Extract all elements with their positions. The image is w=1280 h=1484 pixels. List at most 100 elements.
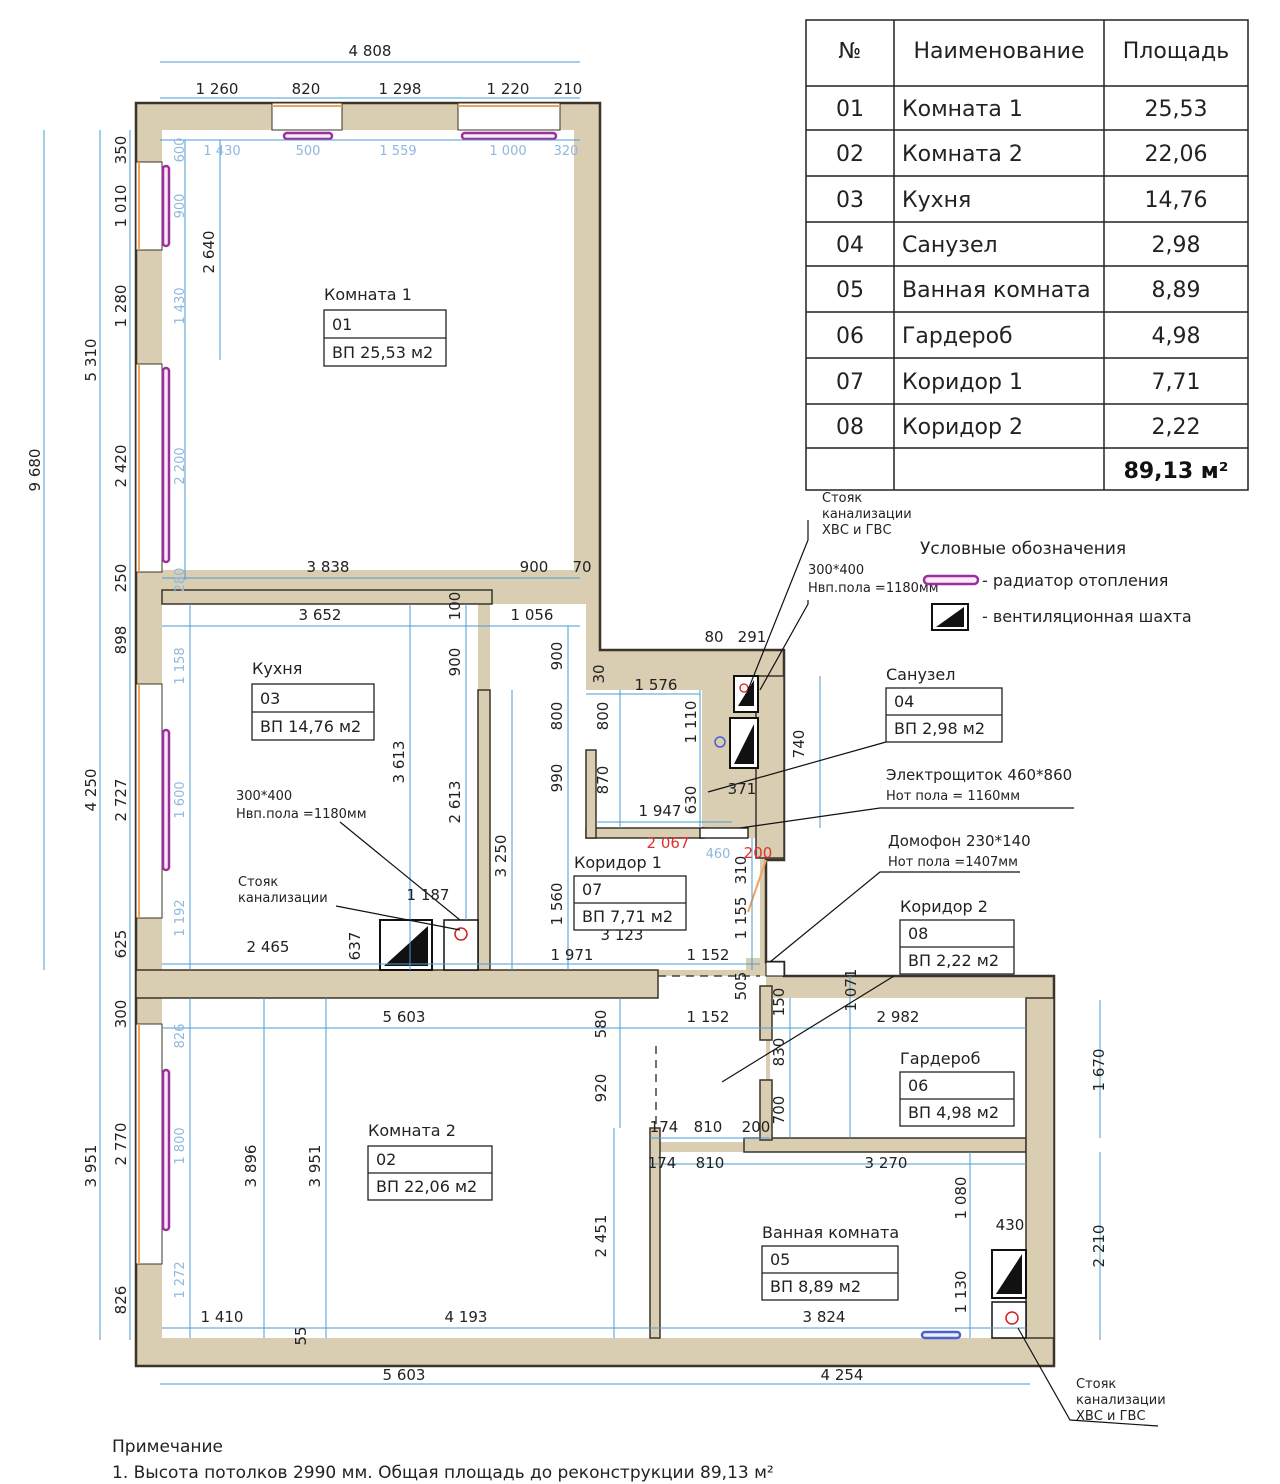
dim-s-371: 371: [728, 780, 757, 798]
dim-l-1010: 1 010: [112, 185, 130, 228]
dim-m-1152: 1 152: [687, 1008, 730, 1026]
dim-m-920: 920: [592, 1074, 610, 1103]
table-row-area: 25,53: [1145, 97, 1208, 122]
dim-s-310: 310: [732, 856, 750, 885]
dim-r1-3838: 3 838: [307, 558, 350, 576]
dim-l-2420: 2 420: [112, 445, 130, 488]
dim-r1-2640: 2 640: [200, 231, 218, 274]
room2-number: 02: [376, 1150, 396, 1169]
radiator-room1-left-1: [161, 164, 171, 248]
dim-b-1130: 1 130: [952, 1271, 970, 1314]
room-labels: Комната 1 01 ВП 25,53 м2 Кухня 03 ВП 14,…: [251, 285, 1015, 1301]
kitchen-riser-line2: канализации: [238, 891, 328, 906]
room3-number: 03: [260, 689, 280, 708]
dim-r1-70: 70: [572, 558, 591, 576]
dim-i-1192: 1 192: [173, 899, 188, 936]
dim-s-1947: 1 947: [639, 802, 682, 820]
table-row-area: 22,06: [1145, 142, 1208, 167]
leader-lines: [335, 520, 1159, 1427]
table-row-num: 02: [836, 142, 864, 167]
dim-k-3652: 3 652: [299, 606, 342, 624]
wall-wardrobe-bottom: [743, 1137, 1027, 1153]
dim-s-800: 800: [594, 702, 612, 731]
dim-in-320: 320: [554, 144, 579, 159]
radiator-kitchen: [161, 728, 171, 872]
dim-c-1971: 1 971: [551, 946, 594, 964]
table-total: 89,13 м²: [1124, 459, 1229, 484]
riser-top-line2: канализации: [822, 507, 912, 522]
table-row-area: 7,71: [1152, 370, 1201, 395]
dim-top-210: 210: [554, 80, 583, 98]
dimension-lines: [43, 61, 1101, 1385]
room6-area: ВП 4,98 м2: [908, 1103, 999, 1122]
dim-k-900: 900: [446, 648, 464, 677]
table-row-name: Кухня: [902, 188, 971, 213]
dim-b-3824: 3 824: [803, 1308, 846, 1326]
dim-m-200: 200: [742, 1118, 771, 1136]
room5-number: 05: [770, 1250, 790, 1269]
dim-i-1272: 1 272: [173, 1261, 188, 1298]
dim-i-900: 900: [173, 194, 188, 219]
wall-wardrobe-left-2: [759, 1079, 773, 1141]
legend-radiator-text: - радиатор отопления: [982, 571, 1168, 590]
table-row-num: 04: [836, 233, 864, 258]
dim-in-1559: 1 559: [379, 144, 416, 159]
dim-m-1071: 1 071: [842, 969, 860, 1012]
dim-top-total: 4 808: [349, 42, 392, 60]
dim-top-1220: 1 220: [487, 80, 530, 98]
dim-b-810: 810: [696, 1154, 725, 1172]
table-row-area: 4,98: [1152, 324, 1201, 349]
dim-s-630: 630: [682, 786, 700, 815]
riser-top-line3: ХВС и ГВС: [822, 523, 892, 538]
area-table: № Наименование Площадь 01 Комната 1 25,5…: [805, 19, 1249, 491]
dim-s-460: 460: [706, 847, 731, 862]
dim-s-200: 200: [744, 844, 773, 862]
table-row-num: 08: [836, 415, 864, 440]
dim-i-1800: 1 800: [173, 1127, 188, 1164]
dim-b-2210: 2 210: [1090, 1225, 1108, 1268]
dim-s-291: 291: [738, 628, 767, 646]
dim-l-250: 250: [112, 564, 130, 593]
room3-area: ВП 14,76 м2: [260, 717, 361, 736]
wall-bath-right: [1025, 997, 1055, 1339]
dim-b-1410: 1 410: [201, 1308, 244, 1326]
dim-m-830: 830: [770, 1038, 788, 1067]
room7-number: 07: [582, 880, 602, 899]
kitchen-vent-line1: 300*400: [236, 789, 292, 804]
room6-number: 06: [908, 1076, 928, 1095]
legend-shaft-text: - вентиляционная шахта: [982, 607, 1192, 626]
dim-m-150: 150: [770, 988, 788, 1017]
dim-c-990: 990: [548, 764, 566, 793]
table-row-area: 2,98: [1152, 233, 1201, 258]
dim-l-300: 300: [112, 1000, 130, 1029]
intercom-line1: Домофон 230*140: [888, 832, 1031, 850]
wall-bath-left: [585, 749, 597, 839]
dim-b-3951: 3 951: [306, 1145, 324, 1188]
dim-m-2982: 2 982: [877, 1008, 920, 1026]
dim-l-1280: 1 280: [112, 285, 130, 328]
dim-l-826: 826: [112, 1286, 130, 1315]
dim-k-100: 100: [446, 592, 464, 621]
dim-b-2451: 2 451: [592, 1215, 610, 1258]
dim-i-826: 826: [173, 1024, 188, 1049]
room4-number: 04: [894, 692, 914, 711]
dim-i-2200: 2 200: [173, 447, 188, 484]
dim-b-3896: 3 896: [242, 1145, 260, 1188]
dim-l-2727: 2 727: [112, 779, 130, 822]
legend: Условные обозначения - радиатор отоплени…: [920, 539, 1192, 631]
table-row-num: 03: [836, 188, 864, 213]
table-row-name: Комната 1: [902, 97, 1023, 122]
dim-in-1000: 1 000: [489, 144, 526, 159]
dim-m-700: 700: [770, 1096, 788, 1125]
dim-m-174: 174: [650, 1118, 679, 1136]
dim-m-1670: 1 670: [1090, 1049, 1108, 1092]
table-row-name: Комната 2: [902, 142, 1023, 167]
table-row-name: Коридор 1: [902, 370, 1023, 395]
room2-area: ВП 22,06 м2: [376, 1177, 477, 1196]
dimension-text: 4 808 1 260 820 1 298 1 220 210 1 430 50…: [26, 42, 1108, 1384]
dim-k-3250: 3 250: [492, 835, 510, 878]
dim-i-1158: 1 158: [173, 647, 188, 684]
dim-left-9680: 9 680: [26, 449, 44, 492]
dim-k-1187: 1 187: [407, 886, 450, 904]
dashed-lines: [655, 975, 760, 1128]
